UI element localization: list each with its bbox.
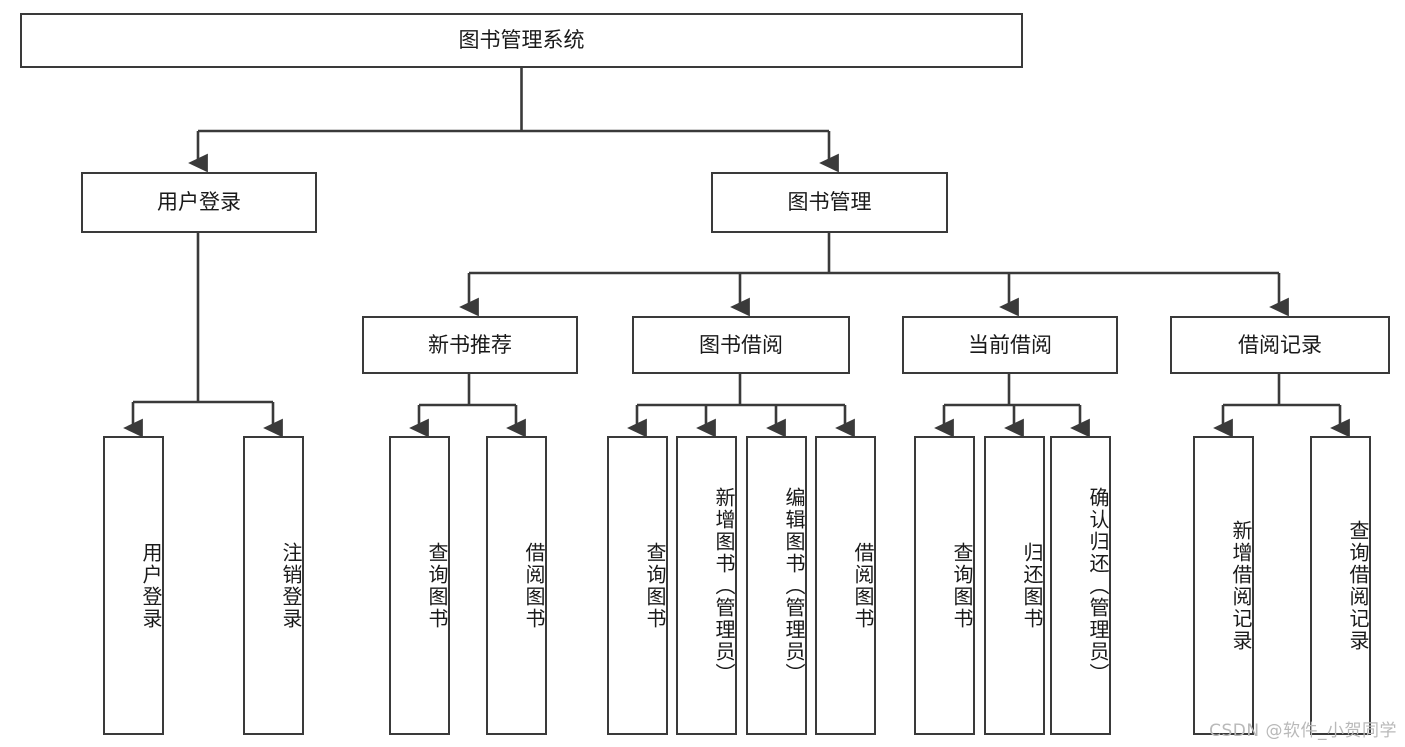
node-label: 新增图书（管理员）	[712, 486, 736, 685]
node-label: 新增借阅记录	[1229, 519, 1253, 652]
leaf-user-login-login[interactable]: 用户登录	[103, 436, 164, 735]
node-label: 注销登录	[279, 541, 303, 630]
node-label: 查询借阅记录	[1346, 519, 1370, 652]
node-borrow-record[interactable]: 借阅记录	[1170, 316, 1390, 374]
node-label: 用户登录	[139, 541, 163, 630]
node-label: 当前借阅	[968, 332, 1052, 357]
leaf-new-book-query-book[interactable]: 查询图书	[389, 436, 450, 735]
node-label: 图书管理	[787, 190, 872, 215]
leaf-new-book-borrow-book[interactable]: 借阅图书	[486, 436, 547, 735]
leaf-borrow-record-query-record[interactable]: 查询借阅记录	[1310, 436, 1371, 735]
leaf-book-borrow-borrow-book[interactable]: 借阅图书	[815, 436, 876, 735]
leaf-book-borrow-add-book-admin[interactable]: 新增图书（管理员）	[676, 436, 737, 735]
node-user-login[interactable]: 用户登录	[81, 172, 317, 233]
node-label: 借阅图书	[522, 541, 546, 630]
leaf-book-borrow-edit-book-admin[interactable]: 编辑图书（管理员）	[746, 436, 807, 735]
node-book-management[interactable]: 图书管理	[711, 172, 948, 233]
node-label: 新书推荐	[428, 332, 512, 357]
node-new-book-recommend[interactable]: 新书推荐	[362, 316, 578, 374]
node-current-borrow[interactable]: 当前借阅	[902, 316, 1118, 374]
leaf-borrow-record-add-record[interactable]: 新增借阅记录	[1193, 436, 1254, 735]
leaf-book-borrow-query-book[interactable]: 查询图书	[607, 436, 668, 735]
node-label: 图书借阅	[699, 332, 783, 357]
leaf-user-login-logout[interactable]: 注销登录	[243, 436, 304, 735]
node-label: 查询图书	[425, 541, 449, 630]
node-book-borrow[interactable]: 图书借阅	[632, 316, 850, 374]
node-label: 借阅图书	[851, 541, 875, 630]
node-label: 查询图书	[643, 541, 667, 630]
node-label: 确认归还（管理员）	[1086, 486, 1110, 685]
node-label: 归还图书	[1020, 541, 1044, 630]
node-label: 图书管理系统	[458, 28, 585, 53]
node-label: 借阅记录	[1238, 332, 1322, 357]
node-label: 编辑图书（管理员）	[782, 486, 806, 685]
leaf-current-borrow-confirm-return-admin[interactable]: 确认归还（管理员）	[1050, 436, 1111, 735]
leaf-current-borrow-return-book[interactable]: 归还图书	[984, 436, 1045, 735]
watermark: CSDN @软件_小贺同学	[1209, 721, 1397, 741]
node-root-book-management-system[interactable]: 图书管理系统	[20, 13, 1023, 68]
node-label: 用户登录	[157, 190, 241, 215]
node-label: 查询图书	[950, 541, 974, 630]
leaf-current-borrow-query-book[interactable]: 查询图书	[914, 436, 975, 735]
